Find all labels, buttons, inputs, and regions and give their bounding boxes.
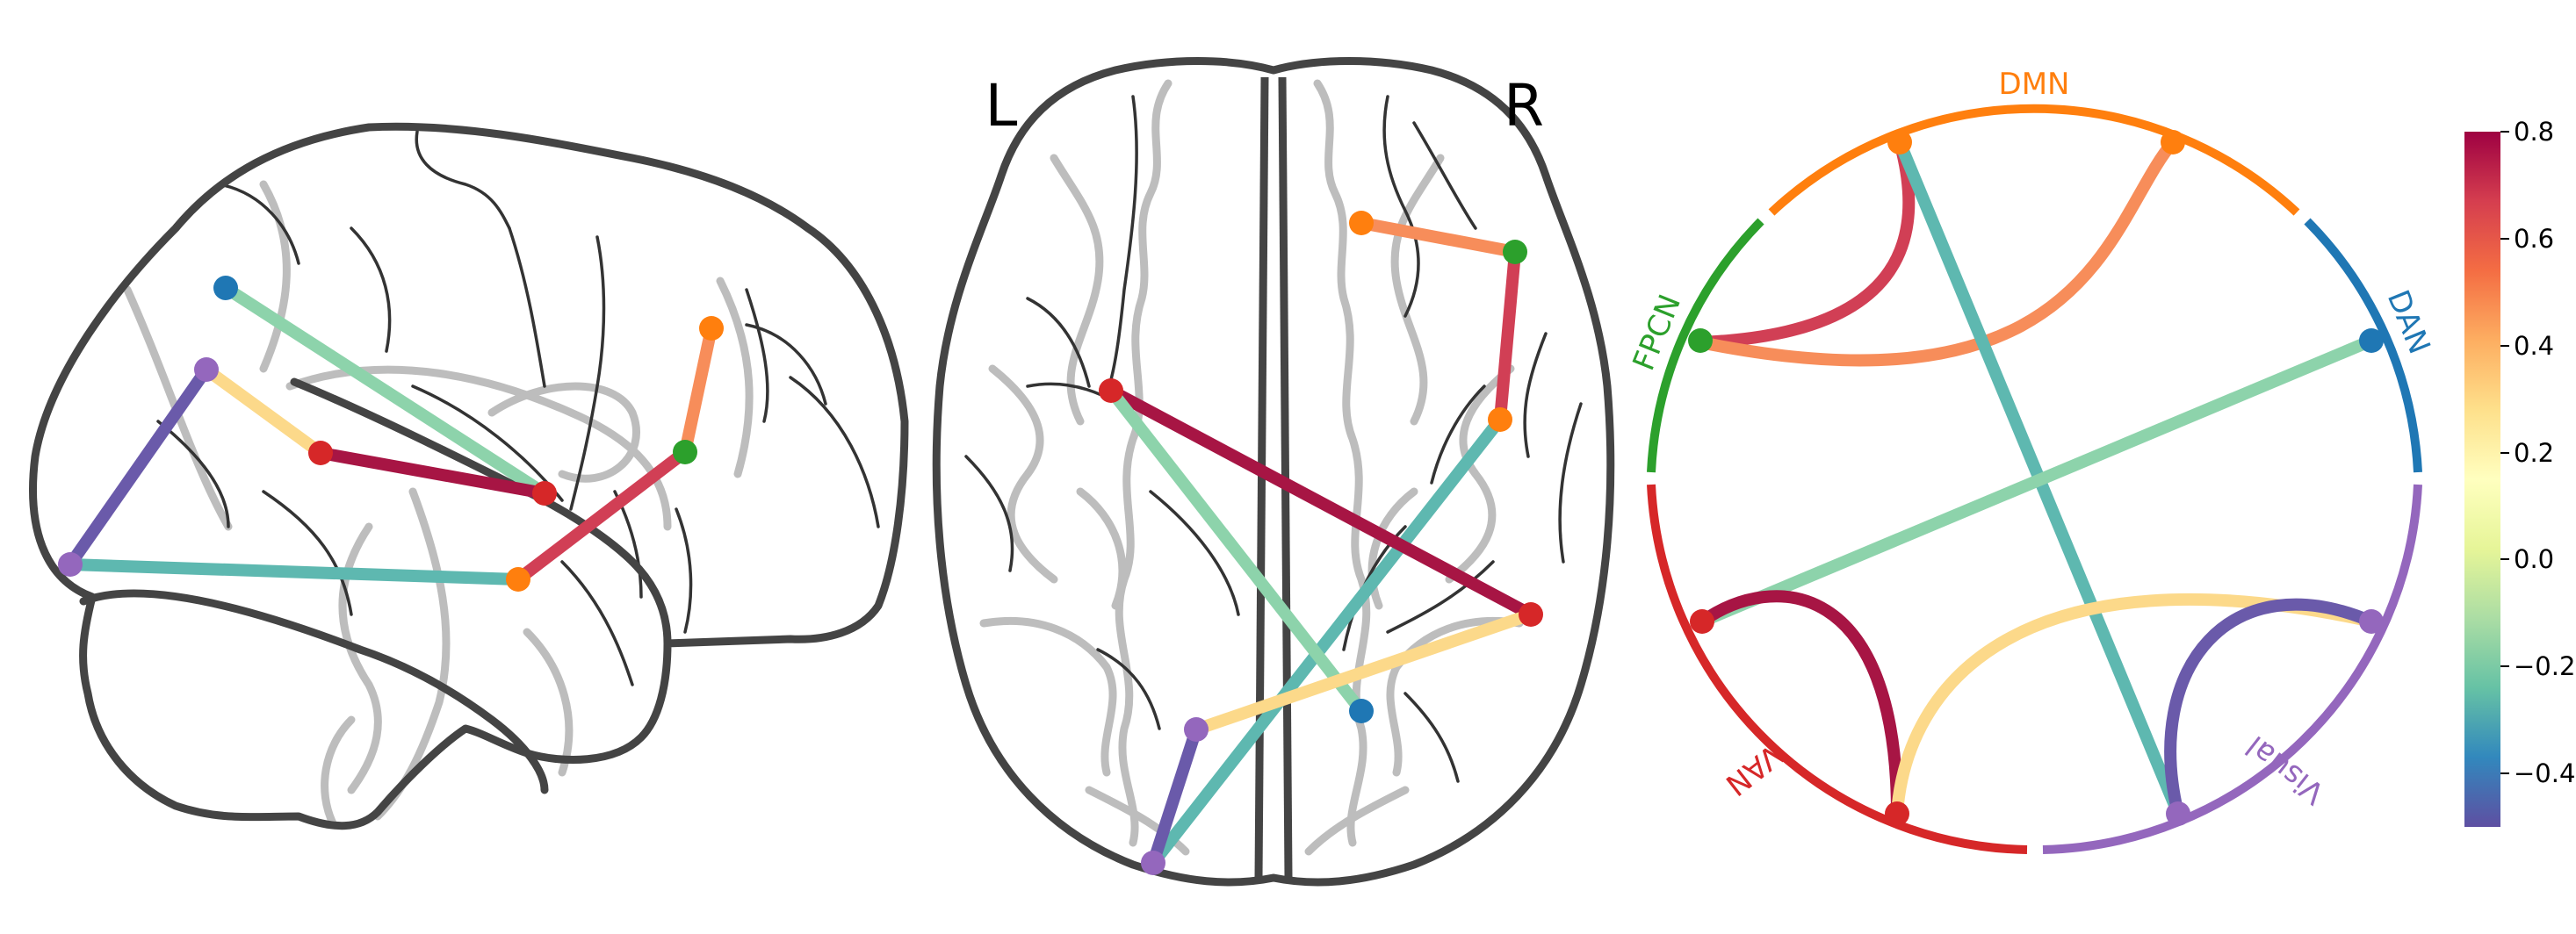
chord-dmn-fpcn <box>1699 138 2178 367</box>
edge-dmn-fpcn <box>514 447 689 585</box>
node-fpcn <box>1688 328 1713 353</box>
node-visual <box>58 552 83 577</box>
ring-arc-dan <box>2304 218 2422 473</box>
chord-van-van <box>1698 590 1903 815</box>
edge-visual-van <box>202 364 325 458</box>
node-fpcn <box>1503 240 1527 264</box>
node-van <box>532 481 557 506</box>
chord-visual-visual <box>2164 598 2374 815</box>
node-visual <box>194 357 219 382</box>
ring-arc-dmn <box>1768 104 2300 216</box>
ring-arc-van <box>1647 484 2028 854</box>
edge-dmn-visual <box>1148 415 1505 867</box>
node-dan <box>213 276 238 300</box>
edge-visual-visual <box>1147 727 1202 866</box>
node-van <box>1885 801 1909 826</box>
node-van <box>1099 378 1123 403</box>
connectogram-edges <box>1698 138 2374 816</box>
connectogram: DMN DAN Visual VAN FPCN <box>1627 67 2437 854</box>
sagittal-frontal-edge <box>628 557 672 648</box>
node-dmn <box>2161 130 2185 154</box>
colorbar-tick-label: 0.2 <box>2514 438 2554 468</box>
node-van <box>308 441 333 465</box>
node-visual <box>2166 801 2190 826</box>
edge-dan-van <box>222 283 548 499</box>
colorbar-tick-label: −0.2 <box>2514 651 2575 681</box>
node-dmn <box>699 316 724 341</box>
node-van <box>1519 602 1543 627</box>
ring-arc-visual <box>2042 484 2422 854</box>
axial-outline <box>932 57 1615 887</box>
network-label-visual: Visual <box>2240 729 2332 811</box>
sagittal-edges <box>65 283 718 586</box>
node-visual <box>2359 609 2384 634</box>
sagittal-brain-view <box>29 122 909 830</box>
node-visual <box>1141 851 1165 875</box>
sagittal-temporal-edge <box>79 589 549 794</box>
node-fpcn <box>673 440 697 464</box>
edge-van-visual <box>1194 608 1533 736</box>
edge-van-dan <box>1106 386 1367 715</box>
edge-dmn-fpcn <box>1360 217 1517 258</box>
chord-dmn-fpcn <box>1699 140 1916 348</box>
node-dmn <box>506 567 530 592</box>
connectogram-ring <box>1647 104 2422 854</box>
edge-van-van <box>319 447 546 499</box>
hemisphere-label-right: R <box>1504 72 1544 140</box>
node-dmn <box>1488 407 1512 432</box>
node-dmn <box>1349 211 1374 235</box>
node-van <box>1690 609 1714 634</box>
sagittal-outline <box>29 122 909 830</box>
colorbar-tick-label: 0.8 <box>2514 117 2554 147</box>
sagittal-sulci <box>156 130 880 686</box>
colorbar: 0.8 0.6 0.4 0.2 0.0 −0.2 −0.4 <box>2464 117 2575 827</box>
colorbar-tick-label: 0.6 <box>2514 224 2554 254</box>
edge-fpcn-dmn <box>1494 251 1521 420</box>
edge-fpcn-dmn <box>679 327 718 454</box>
edge-van-van <box>1108 384 1534 621</box>
node-visual <box>1184 717 1209 742</box>
connectogram-nodes <box>1688 130 2384 826</box>
hemisphere-label-left: L <box>985 72 1018 140</box>
colorbar-tick-label: 0.4 <box>2514 331 2554 361</box>
colorbar-tick-label: −0.4 <box>2514 758 2575 788</box>
axial-gyri <box>979 79 1524 856</box>
axial-edges <box>1106 217 1534 867</box>
colorbar-gradient <box>2464 132 2500 827</box>
sagittal-nodes <box>58 276 724 592</box>
colorbar-ticks: 0.8 0.6 0.4 0.2 0.0 −0.2 −0.4 <box>2500 117 2575 788</box>
ring-arc-fpcn <box>1647 218 1764 473</box>
chord-van-visual <box>1891 593 2373 815</box>
network-label-fpcn: FPCN <box>1627 290 1689 376</box>
edge-visual-dmn <box>69 558 519 586</box>
network-labels: DMN DAN Visual VAN FPCN <box>1627 67 2437 811</box>
node-dan <box>2359 328 2384 353</box>
network-label-dmn: DMN <box>1999 67 2070 102</box>
chord-dan-van <box>1699 334 2374 628</box>
axial-nodes <box>1099 211 1543 875</box>
node-dmn <box>1887 130 1912 154</box>
colorbar-tick-label: 0.0 <box>2514 544 2554 574</box>
edge-visual-visual <box>65 365 212 569</box>
node-dan <box>1349 699 1374 723</box>
